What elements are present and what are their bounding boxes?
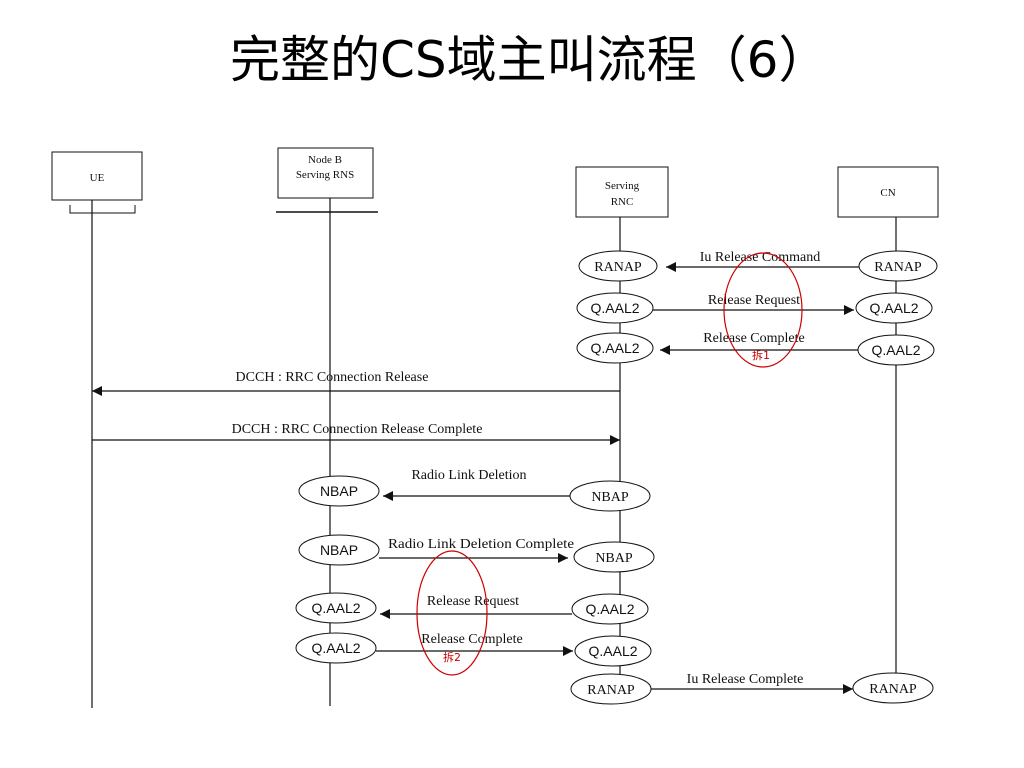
entity-cn: CN bbox=[837, 166, 939, 218]
entity-ue-label: UE bbox=[90, 172, 105, 184]
row-rrc-release: DCCH : RRC Connection Release bbox=[92, 370, 620, 396]
msg-release-request-1: Release Request bbox=[708, 293, 800, 308]
msg-rrc-release: DCCH : RRC Connection Release bbox=[236, 370, 429, 385]
rnc-qaal2-4: Q.AAL2 bbox=[588, 643, 637, 659]
annotation-mark-2-label: 拆2 bbox=[443, 650, 461, 664]
msg-release-complete-1: Release Complete bbox=[703, 331, 804, 346]
entity-rnc: Serving RNC bbox=[575, 166, 669, 218]
row-release-complete-2: Q.AAL2 Q.AAL2 Release Complete bbox=[295, 632, 652, 667]
msg-iu-release-complete: Iu Release Complete bbox=[687, 672, 804, 687]
annotation-mark-1-label: 拆1 bbox=[752, 348, 770, 362]
msg-release-complete-2: Release Complete bbox=[421, 632, 522, 647]
row-rl-deletion: NBAP NBAP Radio Link Deletion bbox=[298, 468, 651, 512]
entity-rnc-label-1: Serving bbox=[605, 180, 640, 192]
rnc-ranap-1: RANAP bbox=[594, 260, 642, 275]
row-rrc-release-complete: DCCH : RRC Connection Release Complete bbox=[92, 422, 620, 445]
row-release-complete-1: Q.AAL2 Q.AAL2 Release Complete bbox=[576, 331, 935, 366]
nodeb-qaal2-2: Q.AAL2 bbox=[311, 640, 360, 656]
annotation-mark-2: 拆2 bbox=[416, 550, 488, 676]
rnc-qaal2-3: Q.AAL2 bbox=[585, 601, 634, 617]
cn-ranap-1: RANAP bbox=[874, 260, 922, 275]
msg-rl-deletion-complete: Radio Link Deletion Complete bbox=[388, 537, 574, 552]
nodeb-nbap-2: NBAP bbox=[320, 542, 358, 558]
annotation-mark-1: 拆1 bbox=[723, 252, 803, 368]
entity-rnc-label-2: RNC bbox=[611, 196, 634, 208]
entity-ue: UE bbox=[51, 151, 143, 214]
nodeb-nbap-1: NBAP bbox=[320, 483, 358, 499]
row-iu-release-complete: RANAP RANAP Iu Release Complete bbox=[570, 672, 934, 705]
row-release-request-2: Q.AAL2 Q.AAL2 Release Request bbox=[295, 592, 649, 625]
rnc-ranap-2: RANAP bbox=[587, 683, 635, 698]
msg-release-request-2: Release Request bbox=[427, 594, 519, 609]
entity-nodeb: Node B Serving RNS bbox=[276, 147, 378, 213]
cn-ranap-2: RANAP bbox=[869, 682, 917, 697]
row-rl-deletion-complete: NBAP NBAP Radio Link Deletion Complete bbox=[298, 534, 655, 573]
msg-rrc-release-complete: DCCH : RRC Connection Release Complete bbox=[232, 422, 483, 437]
row-iu-release-command: RANAP RANAP Iu Release Command bbox=[578, 250, 938, 282]
entity-cn-label: CN bbox=[880, 187, 895, 199]
cn-qaal2-2: Q.AAL2 bbox=[871, 342, 920, 358]
rnc-nbap-2: NBAP bbox=[595, 551, 633, 566]
msg-iu-release-command: Iu Release Command bbox=[700, 250, 821, 265]
rnc-qaal2-2: Q.AAL2 bbox=[590, 340, 639, 356]
msg-rl-deletion: Radio Link Deletion bbox=[411, 468, 526, 483]
rnc-nbap-1: NBAP bbox=[591, 490, 629, 505]
page-title: 完整的CS域主叫流程（6） bbox=[230, 31, 829, 89]
nodeb-qaal2-1: Q.AAL2 bbox=[311, 600, 360, 616]
entity-nodeb-label-1: Node B bbox=[308, 154, 342, 166]
row-release-request-1: Q.AAL2 Q.AAL2 Release Request bbox=[576, 292, 933, 324]
rnc-qaal2-1: Q.AAL2 bbox=[590, 300, 639, 316]
cn-qaal2-1: Q.AAL2 bbox=[869, 300, 918, 316]
entity-nodeb-label-2: Serving RNS bbox=[296, 169, 354, 181]
